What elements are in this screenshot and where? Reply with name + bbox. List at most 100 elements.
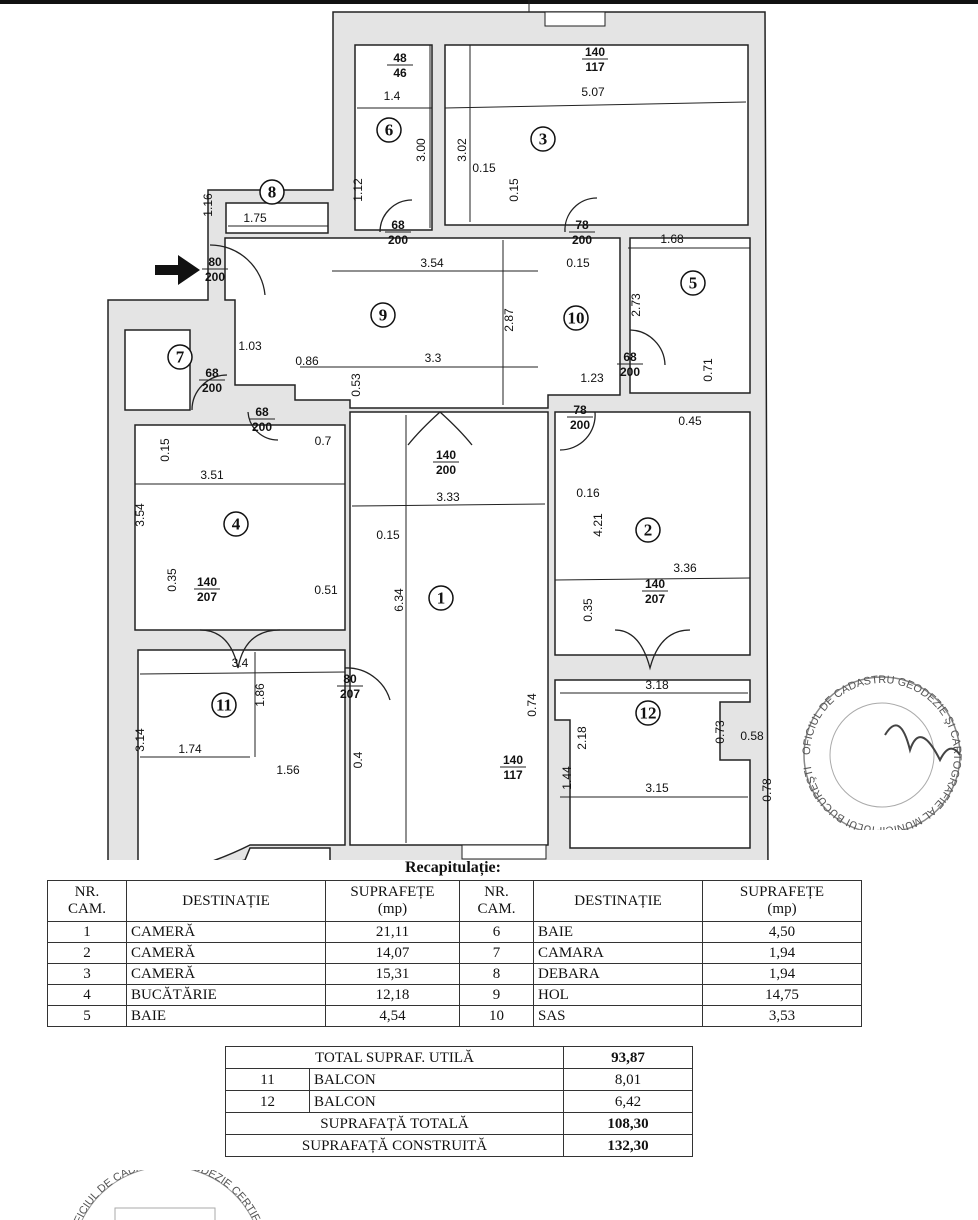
destination-cell: CAMERĂ — [126, 942, 326, 964]
area-cell: 12,18 — [325, 984, 460, 1006]
dimension-label: 1.68 — [660, 232, 684, 246]
room-number-label: 11 — [216, 696, 232, 715]
door-swing — [247, 411, 279, 441]
room-number-7: 7 — [167, 344, 193, 370]
dimension-label: 1.23 — [580, 371, 604, 385]
built-value: 132,30 — [563, 1134, 693, 1157]
dimension-label: 3.51 — [200, 468, 224, 482]
recap-title: Recapitulație: — [405, 859, 501, 876]
recap-header-row: NR.CAM. DESTINAȚIE SUPRAFEȚE(mp) NR.CAM.… — [47, 880, 862, 922]
scan-top-border — [0, 0, 978, 4]
room-number-label: 8 — [268, 183, 277, 202]
door-width: 80 — [208, 255, 222, 269]
dimension-label: 1.75 — [243, 211, 267, 225]
dimension-label: 0.73 — [713, 720, 727, 744]
door-height: 200 — [252, 420, 272, 434]
area-cell: 14,75 — [702, 984, 862, 1006]
dimension-label: 0.4 — [351, 751, 365, 768]
balcony-dest: BALCON — [309, 1090, 564, 1113]
header-dest: DESTINAȚIE — [126, 880, 326, 922]
dimension-label: 0.78 — [760, 778, 774, 802]
destination-cell: CAMERĂ — [126, 963, 326, 985]
room-number-label: 12 — [640, 704, 657, 723]
destination-cell: BUCĂTĂRIE — [126, 984, 326, 1006]
room-number-12: 12 — [635, 700, 661, 726]
recap-table: NR.CAM. DESTINAȚIE SUPRAFEȚE(mp) NR.CAM.… — [47, 880, 862, 1027]
door-swing — [379, 199, 413, 233]
area-cell: 1,94 — [702, 942, 862, 964]
door-width: 68 — [255, 405, 269, 419]
stamp-text: OFICIUL DE CADASTRU GEODEZIE CERTIFICAT — [60, 1170, 269, 1220]
signature — [884, 724, 961, 763]
svg-text:OFICIUL DE CADASTRU GEODEZIE C: OFICIUL DE CADASTRU GEODEZIE CERTIFICAT — [60, 1170, 269, 1220]
room-nr-cell: 1 — [47, 921, 127, 943]
room-circle — [428, 585, 454, 611]
dimension-label: 3.54 — [133, 503, 147, 527]
door-width: 140 — [503, 753, 523, 767]
room-nr-cell: 7 — [459, 942, 534, 964]
door-width: 48 — [393, 51, 407, 65]
door-height: 207 — [645, 592, 665, 606]
total-util-value: 93,87 — [563, 1046, 693, 1069]
room-circle — [370, 302, 396, 328]
dimension-label: 0.7 — [315, 434, 332, 448]
dimension-label: 5.07 — [581, 85, 605, 99]
dimension-label: 3.02 — [455, 138, 469, 162]
certificate-stamp: OFICIUL DE CADASTRU GEODEZIE CERTIFICAT — [60, 1170, 269, 1220]
room-circle — [530, 126, 556, 152]
header-mp: (mp) — [767, 901, 797, 917]
dimension-label: 1.56 — [276, 763, 300, 777]
dimension-label: 0.45 — [678, 414, 702, 428]
door-width: 140 — [585, 45, 605, 59]
area-cell: 4,50 — [702, 921, 862, 943]
dimension-label: 1.12 — [351, 178, 365, 202]
dimension-label: 3.36 — [673, 561, 697, 575]
door-height: 200 — [570, 418, 590, 432]
room-number-1: 1 — [428, 585, 454, 611]
dimension-label: 0.53 — [349, 373, 363, 397]
header-supr: SUPRAFEȚE — [350, 884, 435, 900]
door-swing — [191, 374, 228, 411]
area-cell: 4,54 — [325, 1005, 460, 1027]
double-door-swing — [614, 629, 691, 671]
dimension-label: 0.35 — [165, 568, 179, 592]
door-width: 68 — [391, 218, 405, 232]
room-number-10: 10 — [563, 305, 589, 331]
total-value: 108,30 — [563, 1112, 693, 1135]
entrance-door-swing — [209, 244, 266, 296]
door-height: 200 — [620, 365, 640, 379]
dimension-label: 1.44 — [560, 766, 574, 790]
room-number-label: 4 — [232, 515, 241, 534]
room-number-label: 3 — [539, 130, 548, 149]
room-7 — [124, 329, 191, 411]
room-nr-cell: 3 — [47, 963, 127, 985]
door-width: 140 — [645, 577, 665, 591]
area-cell: 3,53 — [702, 1005, 862, 1027]
room-number-4: 4 — [223, 511, 249, 537]
room-number-3: 3 — [530, 126, 556, 152]
room-number-5: 5 — [680, 270, 706, 296]
room-circle — [635, 700, 661, 726]
room-nr-cell: 4 — [47, 984, 127, 1006]
header-nr: NR. — [74, 884, 100, 900]
destination-cell: CAMERĂ — [126, 921, 326, 943]
room-number-label: 1 — [437, 589, 446, 608]
room-circle — [635, 517, 661, 543]
door-height: 200 — [388, 233, 408, 247]
